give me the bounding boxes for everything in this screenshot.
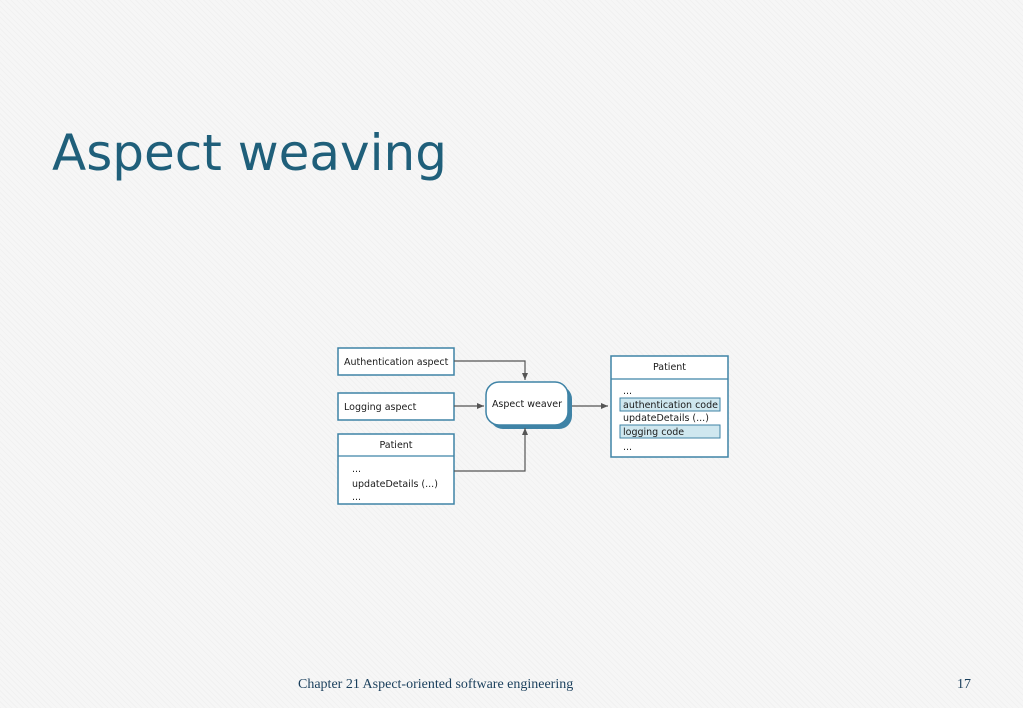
arrow-patient-to-weaver: [454, 428, 528, 472]
woven-patient-line: updateDetails (...): [623, 413, 709, 424]
logging-aspect-label: Logging aspect: [344, 402, 417, 413]
footer-caption: Chapter 21 Aspect-oriented software engi…: [298, 677, 574, 692]
logging-code-highlight: [619, 424, 721, 439]
page-number: 17: [957, 677, 971, 692]
patient-class-name: Patient: [379, 440, 412, 451]
connector-arrows: [454, 360, 608, 472]
patient-line: ...: [352, 492, 361, 503]
authentication-aspect-box: Authentication aspect: [337, 347, 455, 376]
logging-aspect-box: Logging aspect: [337, 392, 455, 421]
woven-patient-line-highlighted: logging code: [623, 427, 684, 438]
slide-title: Aspect weaving: [52, 124, 447, 182]
woven-patient-line-highlighted: authentication code: [623, 400, 718, 411]
patient-class-box: Patient ... updateDetails (...) ...: [337, 433, 455, 505]
patient-line: ...: [352, 464, 361, 475]
woven-patient-line: ...: [623, 386, 632, 397]
authentication-code-highlight: [619, 397, 721, 412]
authentication-aspect-label: Authentication aspect: [344, 357, 449, 368]
arrow-authentication-to-weaver: [454, 360, 528, 380]
woven-patient-class-name: Patient: [653, 362, 686, 373]
patient-line: updateDetails (...): [352, 479, 438, 490]
woven-patient-class-box: Patient ... authentication code updateDe…: [610, 355, 729, 458]
aspect-weaver-node: Aspect weaver: [485, 381, 572, 429]
aspect-weaver-label: Aspect weaver: [492, 399, 562, 410]
woven-patient-line: ...: [623, 442, 632, 453]
